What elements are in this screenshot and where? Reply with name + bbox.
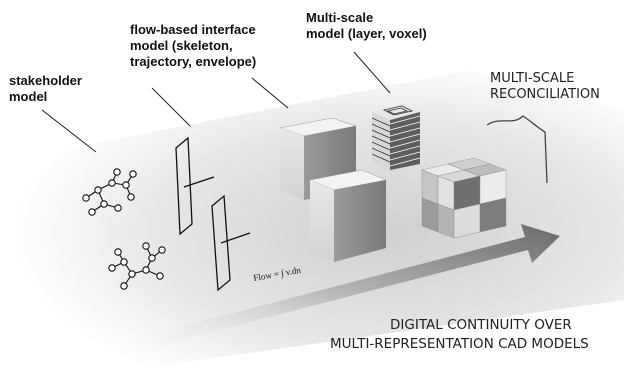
reconciliation-brace (486, 115, 548, 184)
flow-plane-1 (175, 136, 215, 236)
cube-2 (309, 169, 387, 262)
reconciliation-label: MULTI-SCALE RECONCILIATION (490, 71, 600, 102)
flow-interface-label: flow-based interface model (skeleton, tr… (130, 22, 259, 69)
multiscale-leader-line-2 (353, 51, 391, 94)
stakeholder-label: stakeholder model (9, 73, 86, 104)
stakeholder-graph-1 (82, 168, 137, 216)
continuity-arrow (118, 224, 560, 355)
continuity-label: DIGITAL CONTINUITY OVER MULTI-REPRESENTA… (330, 317, 589, 352)
multiscale-leader-line (251, 77, 289, 109)
voxel-cube (421, 157, 507, 239)
stakeholder-graph-2 (108, 242, 166, 290)
multiscale-label: Multi-scale model (layer, voxel) (306, 10, 427, 41)
stakeholder-leader-line (41, 109, 97, 153)
flow-plane-2 (211, 194, 251, 292)
layer-stack (371, 104, 421, 170)
flow-leader-line (151, 87, 191, 127)
